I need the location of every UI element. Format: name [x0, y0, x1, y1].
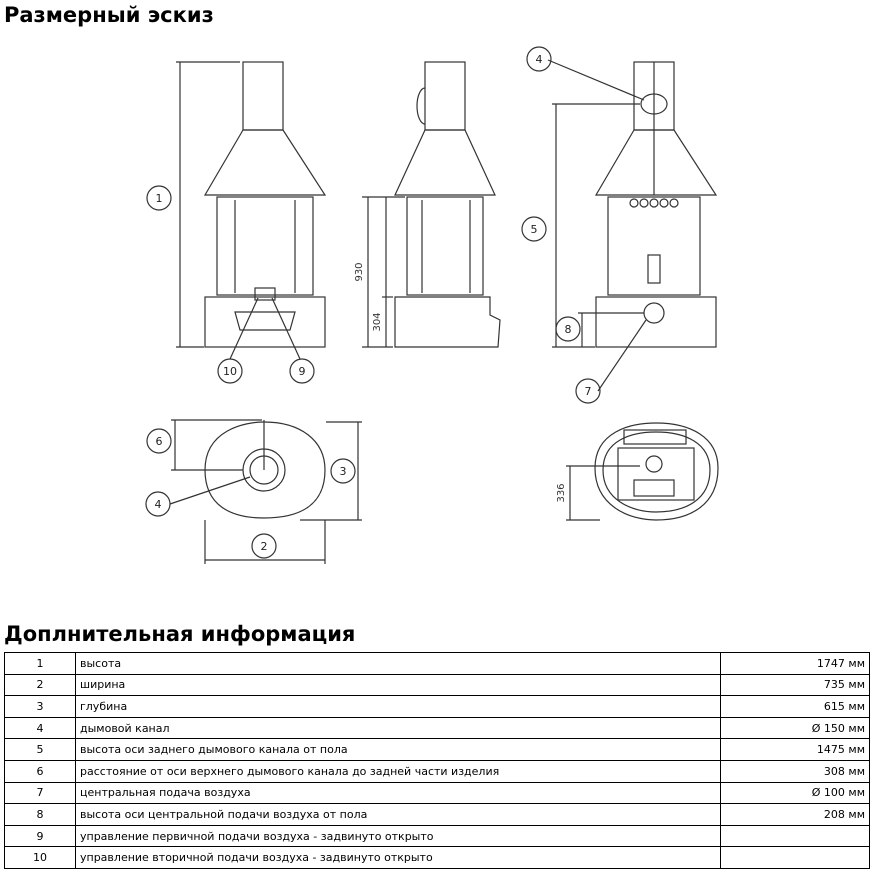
cell-num: 6 [4, 759, 76, 783]
callout-10: 10 [223, 365, 237, 378]
bottom-view [566, 422, 719, 521]
callout-3: 3 [340, 465, 347, 478]
cell-num: 7 [4, 781, 76, 805]
callout-7: 7 [585, 385, 592, 398]
callout-2: 2 [261, 540, 268, 553]
back-view [552, 61, 718, 348]
section-title-info: Доплнительная информация [4, 622, 356, 646]
callout-6: 6 [156, 435, 163, 448]
dimension-304: 304 [372, 312, 383, 331]
cell-desc: высота [75, 652, 721, 675]
cell-desc: высота оси заднего дымового канала от по… [75, 738, 721, 761]
callout-9: 9 [299, 365, 306, 378]
cell-num: 4 [4, 716, 76, 740]
cell-value: Ø 150 мм [720, 716, 870, 740]
cell-value: 1747 мм [720, 652, 870, 675]
callout-4-back: 4 [536, 53, 543, 66]
cell-num: 8 [4, 803, 76, 826]
section-title-sketch: Размерный эскиз [4, 3, 214, 27]
dimension-sketch: 1 2 3 4 4 5 6 7 8 9 10 930 304 336 [145, 46, 719, 564]
cell-desc: ширина [75, 673, 721, 697]
cell-num: 9 [4, 824, 76, 848]
dimension-930: 930 [354, 262, 365, 281]
cell-value: 308 мм [720, 759, 870, 783]
cell-desc: центральная подача воздуха [75, 781, 721, 805]
callout-4-top: 4 [155, 498, 162, 511]
side-view [362, 61, 501, 348]
cell-value [720, 824, 870, 848]
callout-5: 5 [531, 223, 538, 236]
cell-desc: расстояние от оси верхнего дымового кана… [75, 759, 721, 783]
cell-value [720, 846, 870, 869]
callout-1: 1 [156, 192, 163, 205]
cell-num: 3 [4, 695, 76, 718]
dimension-336: 336 [556, 483, 567, 502]
cell-desc: управление первичной подачи воздуха - за… [75, 824, 721, 848]
cell-value: 1475 мм [720, 738, 870, 761]
cell-value: 735 мм [720, 673, 870, 697]
cell-num: 1 [4, 652, 76, 675]
cell-value: 208 мм [720, 803, 870, 826]
top-view [171, 419, 362, 564]
cell-desc: дымовой канал [75, 716, 721, 740]
cell-value: Ø 100 мм [720, 781, 870, 805]
cell-desc: высота оси центральной подачи воздуха от… [75, 803, 721, 826]
cell-num: 2 [4, 673, 76, 697]
cell-desc: управление вторичной подачи воздуха - за… [75, 846, 721, 869]
cell-desc: глубина [75, 695, 721, 718]
front-view [176, 61, 327, 348]
callout-8: 8 [565, 323, 572, 336]
cell-num: 10 [4, 846, 76, 869]
cell-value: 615 мм [720, 695, 870, 718]
cell-num: 5 [4, 738, 76, 761]
